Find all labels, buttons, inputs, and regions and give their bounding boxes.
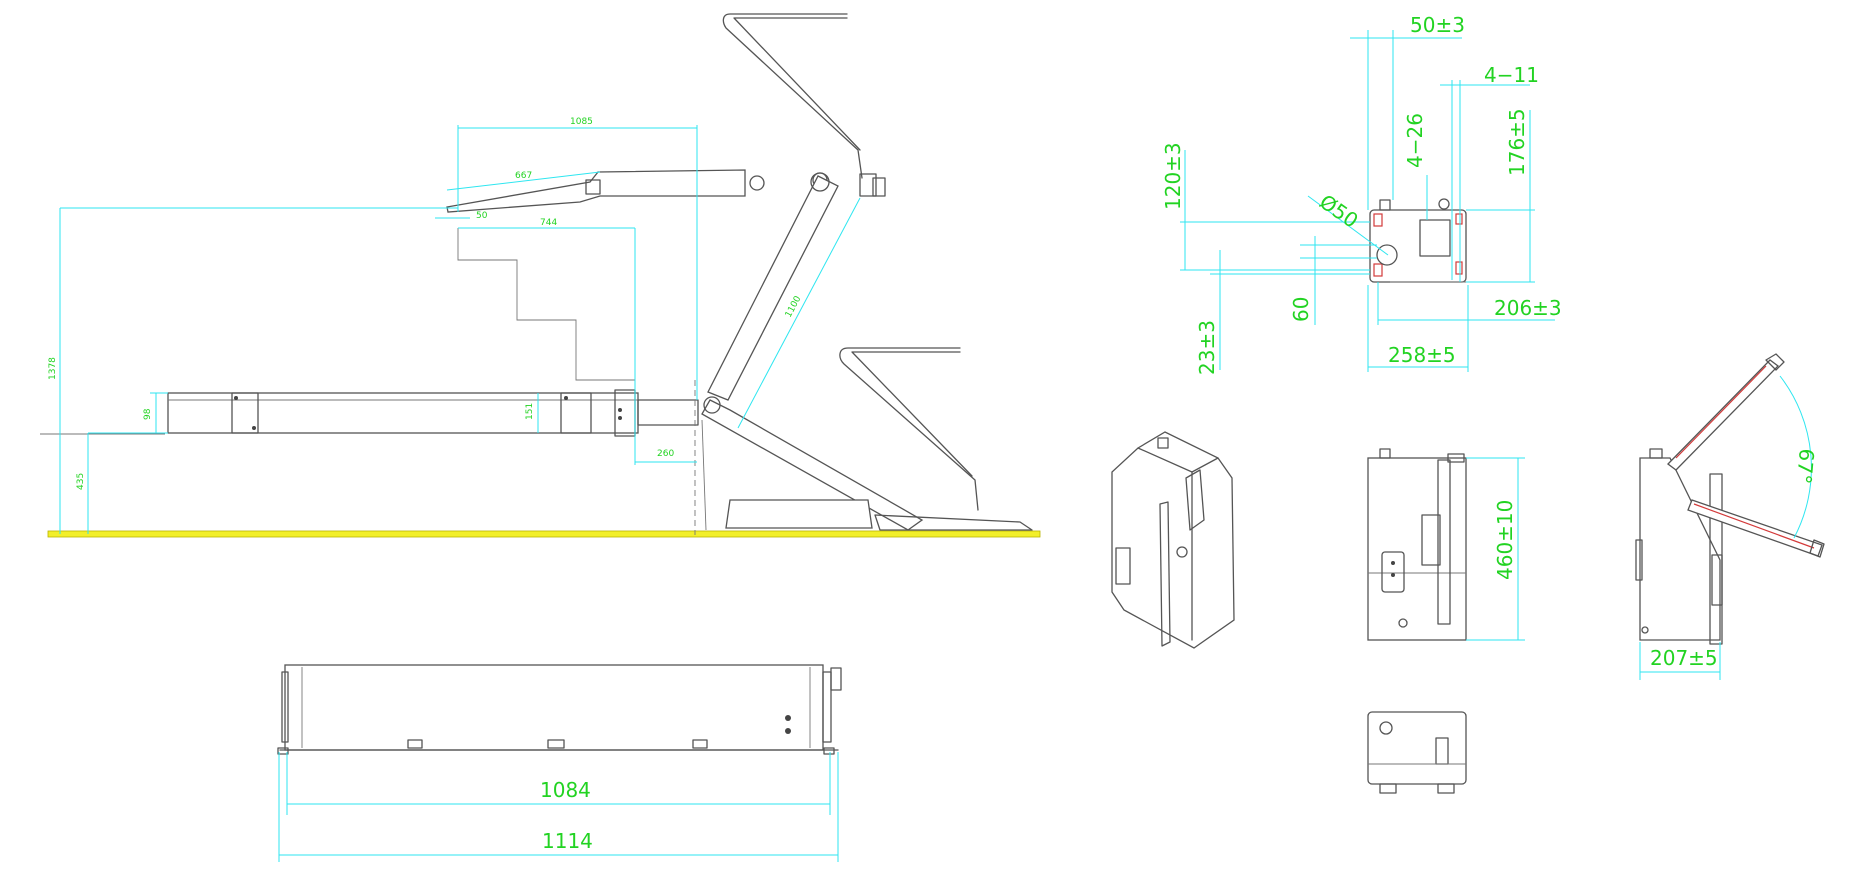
lower-platform <box>167 389 699 437</box>
dim-744: 744 <box>540 218 557 228</box>
handrail-upper <box>722 13 863 179</box>
lift-arm-lower <box>701 399 924 531</box>
dim-50-3: 50±3 <box>1410 13 1465 37</box>
lever-raised <box>1667 359 1779 471</box>
dim-460-10: 460±10 <box>1493 500 1517 580</box>
dim-120-3: 120±3 <box>1161 142 1185 210</box>
side-elevation-view: 1085 667 50 744 1100 1378 98 151 435 26 <box>40 13 1041 538</box>
dim-260: 260 <box>657 449 674 459</box>
handrail-lower <box>839 347 979 511</box>
dim-207-5: 207±5 <box>1650 646 1718 670</box>
side-dimensions: 1085 667 50 744 1100 1378 98 151 435 26 <box>48 117 861 534</box>
control-box-top-view: 50±3 4−11 4−26 176±5 120±3 Ø50 60 206±3 <box>1161 13 1562 375</box>
dim-1100: 1100 <box>784 294 804 319</box>
dim-1084: 1084 <box>540 778 591 802</box>
lift-arm-upper <box>707 175 839 401</box>
dim-667: 667 <box>515 171 532 181</box>
platform-plan-view: 1084 1114 <box>277 664 842 862</box>
dim-1085: 1085 <box>570 117 593 127</box>
dim-98: 98 <box>143 408 153 420</box>
dim-4-11: 4−11 <box>1484 63 1539 87</box>
dim-258-5: 258±5 <box>1388 343 1456 367</box>
dim-23-3: 23±3 <box>1195 320 1219 375</box>
dim-206-3: 206±3 <box>1494 296 1562 320</box>
dim-435: 435 <box>76 473 86 490</box>
side-view-dimensions: 67° 207±5 <box>1639 375 1819 680</box>
floor-strip <box>47 530 1041 538</box>
control-box-isometric-view <box>1111 431 1235 649</box>
base-unit <box>725 499 873 529</box>
front-view-dimensions: 460±10 <box>1466 457 1525 641</box>
dim-1114: 1114 <box>542 829 593 853</box>
dim-angle-67: 67° <box>1792 448 1819 485</box>
dim-dia-50: Ø50 <box>1315 189 1363 232</box>
dim-151: 151 <box>525 403 535 420</box>
plan-dimensions: 1084 1114 <box>278 752 839 862</box>
control-box-side-view: 67° 207±5 <box>1635 353 1825 680</box>
top-view-dimensions: 50±3 4−11 4−26 176±5 120±3 Ø50 60 206±3 <box>1161 13 1562 375</box>
control-box-front-view: 460±10 <box>1367 448 1525 641</box>
dim-50: 50 <box>476 211 488 221</box>
staircase <box>457 228 636 400</box>
dim-4-26: 4−26 <box>1403 113 1427 168</box>
dim-1378: 1378 <box>48 357 58 380</box>
dim-176-5: 176±5 <box>1505 108 1529 176</box>
dim-60: 60 <box>1289 297 1313 322</box>
upper-platform <box>446 169 886 213</box>
control-box-bottom-view <box>1367 711 1467 794</box>
